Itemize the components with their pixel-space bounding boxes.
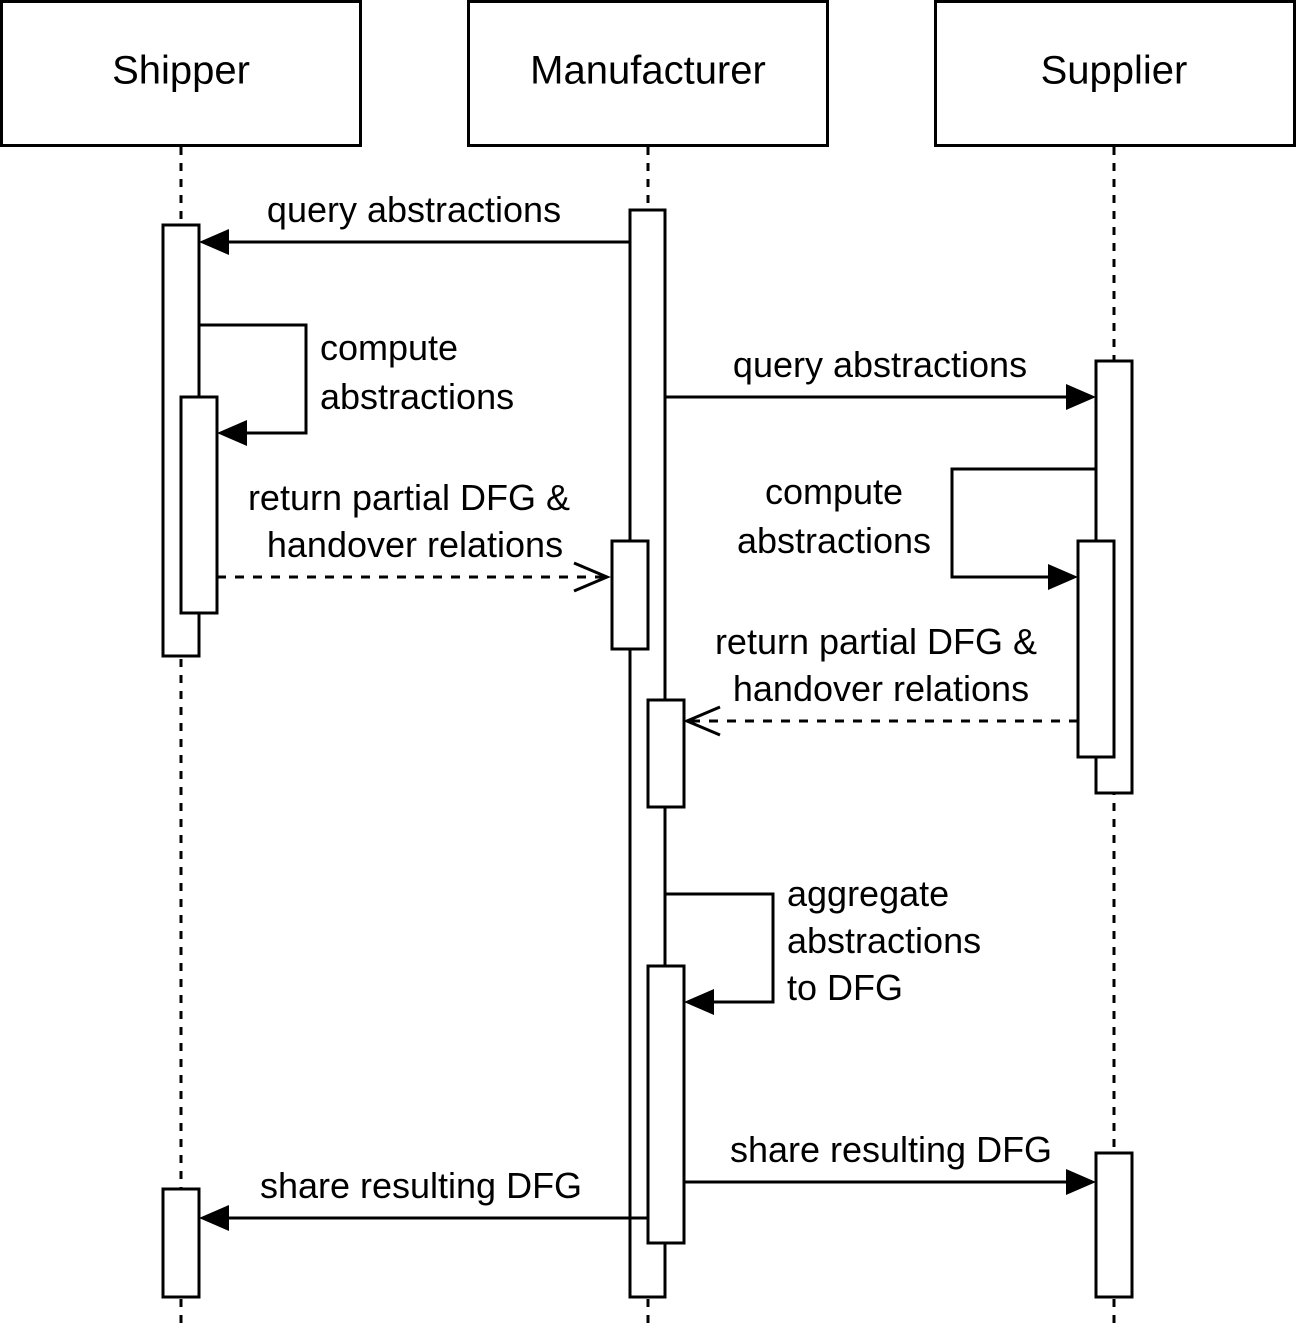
message-share-shipper: share resulting DFG <box>199 1165 648 1231</box>
message-return-shipper: return partial DFG & handover relations <box>217 477 611 593</box>
self-call-line <box>199 323 308 435</box>
participant-box <box>0 0 362 147</box>
participant-box <box>934 0 1296 147</box>
activation-bar-manufacturer-receive-shipper <box>610 539 650 651</box>
message-label: query abstractions <box>733 344 1027 385</box>
message-query-supplier: query abstractions <box>665 344 1096 410</box>
message-manufacturer-aggregate: aggregate abstractions to DFG <box>665 873 981 1015</box>
arrow-head-icon <box>1066 1169 1096 1195</box>
activation-bar-supplier-share <box>1094 1151 1134 1299</box>
message-label: abstractions <box>737 520 931 561</box>
self-call-line <box>950 467 1096 579</box>
message-label: handover relations <box>267 524 563 565</box>
arrow-head-icon <box>684 989 714 1015</box>
message-label: abstractions <box>320 376 514 417</box>
message-label: to DFG <box>787 967 903 1008</box>
activation-bar-shipper-share <box>161 1187 201 1299</box>
message-label: return partial DFG & <box>715 621 1037 662</box>
arrow-head-icon <box>683 705 721 737</box>
message-label: share resulting DFG <box>260 1165 582 1206</box>
participant-label: Manufacturer <box>530 49 766 93</box>
message-label: query abstractions <box>267 189 561 230</box>
self-call-line <box>665 892 775 1004</box>
arrow-head-icon <box>1066 384 1096 410</box>
message-query-shipper: query abstractions <box>199 189 630 255</box>
arrow-head-icon <box>573 561 611 593</box>
participant-shipper: Shipper <box>0 0 362 147</box>
message-label: compute <box>320 327 458 368</box>
participant-label: Shipper <box>112 49 250 93</box>
participant-box <box>467 0 829 147</box>
message-label: compute <box>765 471 903 512</box>
activation-bar-manufacturer-aggregate <box>646 964 686 1245</box>
message-return-supplier: return partial DFG & handover relations <box>683 621 1078 737</box>
activation-bar-manufacturer-receive-supplier <box>646 698 686 809</box>
message-shipper-compute: compute abstractions <box>199 323 514 446</box>
arrow-head-icon <box>199 229 229 255</box>
message-label: return partial DFG & <box>248 477 570 518</box>
activation-bar-shipper-compute <box>179 395 219 615</box>
arrow-head-icon <box>217 420 247 446</box>
participant-supplier: Supplier <box>934 0 1296 147</box>
message-label: aggregate <box>787 873 949 914</box>
message-label: handover relations <box>733 668 1029 709</box>
message-label: abstractions <box>787 920 981 961</box>
message-share-supplier: share resulting DFG <box>684 1129 1096 1195</box>
arrow-head-icon <box>199 1205 229 1231</box>
arrow-head-icon <box>1048 564 1078 590</box>
message-label: share resulting DFG <box>730 1129 1052 1170</box>
participant-manufacturer: Manufacturer <box>467 0 829 147</box>
activation-bar-supplier-compute <box>1076 539 1116 759</box>
message-supplier-compute: compute abstractions <box>737 467 1096 590</box>
participant-label: Supplier <box>1041 49 1188 93</box>
